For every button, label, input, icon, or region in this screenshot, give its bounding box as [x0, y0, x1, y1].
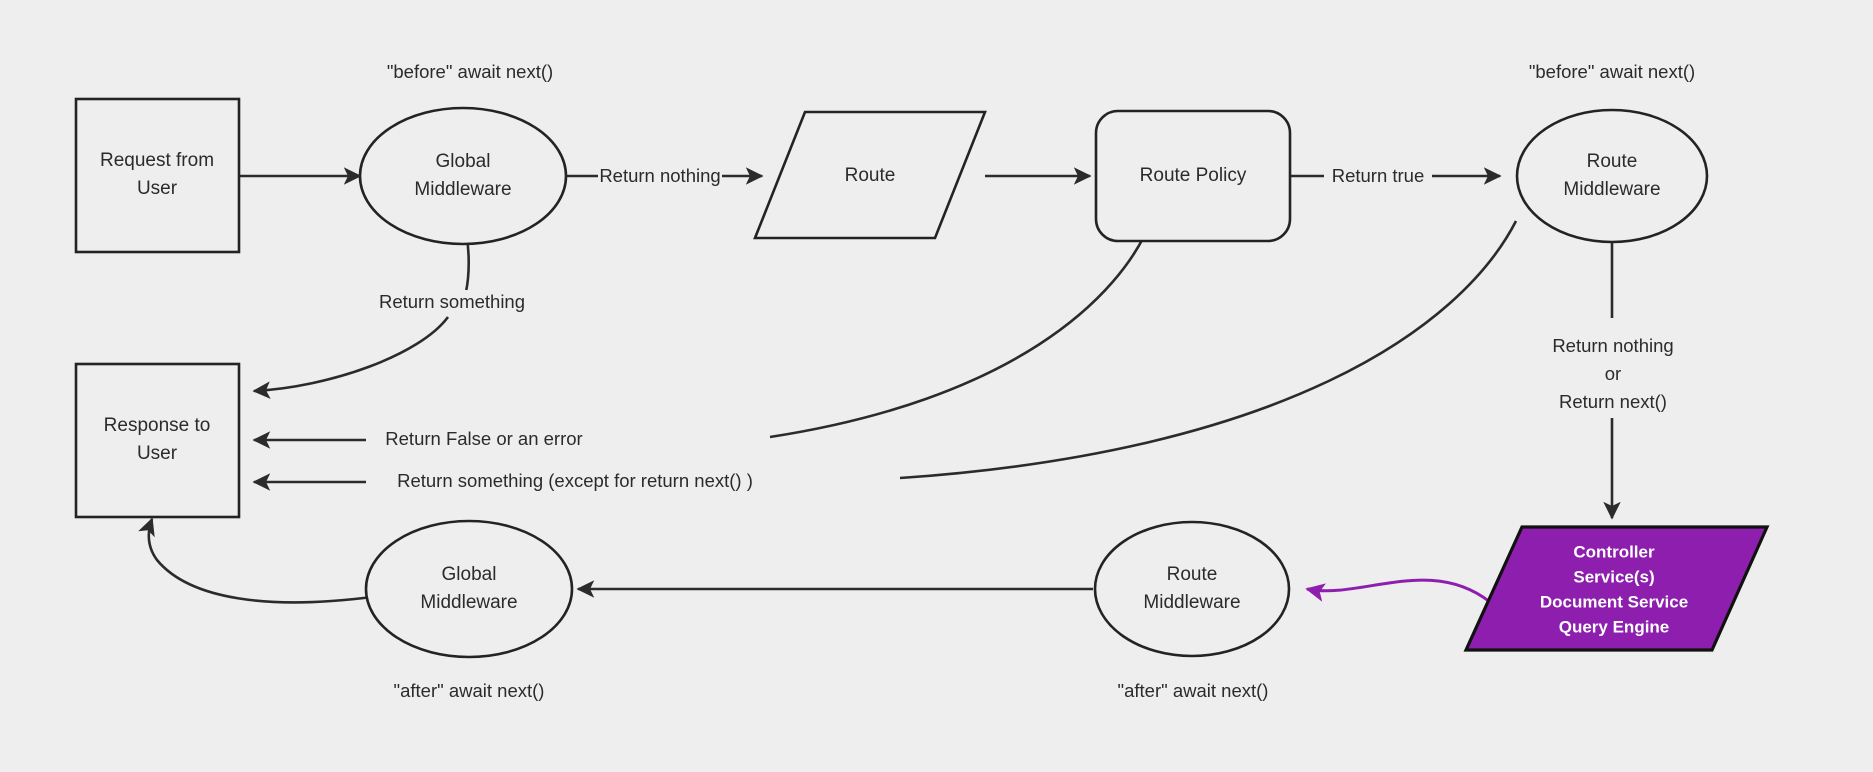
edge-label-return-false-or-error: Return False or an error: [366, 427, 602, 453]
node-global-middleware-before-line1: Global: [436, 151, 491, 172]
node-global-middleware-after-line2: Middleware: [420, 592, 517, 613]
node-route[interactable]: Route: [753, 110, 987, 240]
edge-label-return-true: Return true: [1324, 164, 1432, 188]
edge-route-policy-return-false: [252, 218, 1154, 449]
node-route-policy[interactable]: Route Policy: [1094, 109, 1292, 243]
node-controller-line3: Document Service: [1540, 592, 1688, 611]
edge-global-middleware-after-to-response: [138, 517, 373, 604]
node-global-middleware-after-line1: Global: [442, 564, 497, 585]
edge-label-return-something-except: Return something (except for return next…: [366, 469, 784, 495]
edge-label-return-nothing: Return nothing: [598, 164, 722, 188]
node-route-middleware-after-line2: Middleware: [1143, 592, 1240, 613]
node-route-middleware-before[interactable]: Route Middleware: [1515, 108, 1709, 244]
node-controller-services[interactable]: Controller Service(s) Document Service Q…: [1463, 525, 1770, 652]
annotation-after-await-next-global: "after" await next(): [394, 680, 545, 701]
node-global-middleware-after[interactable]: Global Middleware: [364, 519, 574, 659]
node-response-to-user[interactable]: Response to User: [74, 362, 241, 519]
annotation-before-await-next-route: "before" await next(): [1529, 61, 1695, 82]
svg-text:Return something: Return something: [379, 291, 525, 312]
svg-text:Return next(): Return next(): [1559, 391, 1667, 412]
node-response-label-line1: Response to: [104, 415, 211, 436]
edge-label-return-something: Return something: [362, 290, 542, 316]
svg-text:or: or: [1605, 363, 1621, 384]
annotation-before-await-next-global: "before" await next(): [387, 61, 553, 82]
node-controller-line2: Service(s): [1573, 567, 1654, 586]
node-request-label-line1: Request from: [100, 150, 214, 171]
node-route-middleware-before-line1: Route: [1587, 151, 1638, 172]
node-request-label-line2: User: [137, 178, 178, 199]
annotation-after-await-next-route: "after" await next(): [1118, 680, 1269, 701]
node-route-policy-label: Route Policy: [1140, 165, 1247, 186]
edge-label-return-nothing-or-next: Return nothing or Return next(): [1525, 332, 1701, 418]
node-route-middleware-after-line1: Route: [1167, 564, 1218, 585]
node-route-middleware-after[interactable]: Route Middleware: [1093, 520, 1291, 658]
svg-text:Return true: Return true: [1332, 165, 1425, 186]
svg-text:Return nothing: Return nothing: [599, 165, 720, 186]
node-response-label-line2: User: [137, 443, 178, 464]
svg-text:Return something (except for r: Return something (except for return next…: [397, 470, 753, 491]
edge-controller-to-route-middleware-after: [1305, 578, 1491, 604]
node-global-middleware-before[interactable]: Global Middleware: [358, 106, 568, 246]
svg-text:Return nothing: Return nothing: [1552, 335, 1673, 356]
svg-text:Return False or an error: Return False or an error: [385, 428, 582, 449]
node-global-middleware-before-line2: Middleware: [414, 179, 511, 200]
node-route-label: Route: [845, 165, 896, 186]
node-request-from-user[interactable]: Request from User: [74, 97, 241, 254]
node-controller-line1: Controller: [1573, 542, 1655, 561]
node-route-middleware-before-line2: Middleware: [1563, 179, 1660, 200]
node-controller-line4: Query Engine: [1559, 617, 1670, 636]
